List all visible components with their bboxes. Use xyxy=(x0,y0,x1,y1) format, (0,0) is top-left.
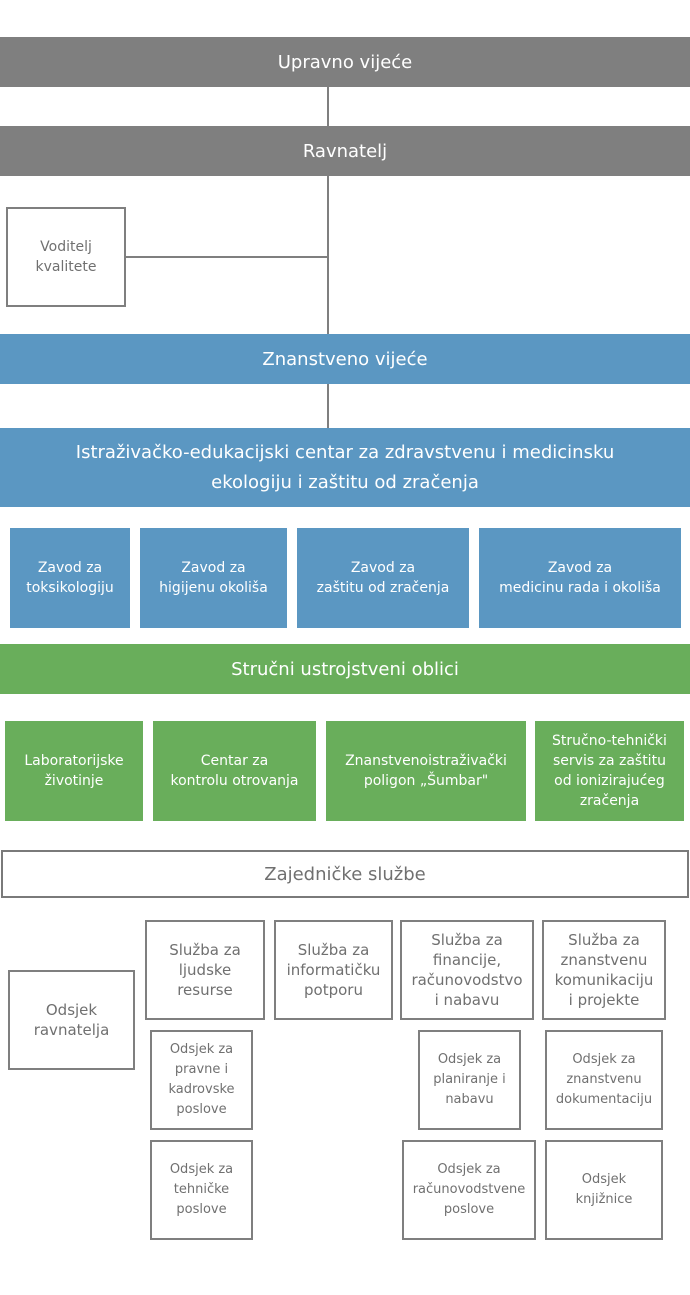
director-box: Ravnatelj xyxy=(0,126,690,176)
unit-label: Znanstvenoistraživački poligon „Šumbar" xyxy=(345,753,507,789)
unit-label: Stručno-tehnički servis za zaštitu od io… xyxy=(552,733,667,809)
service-finance: Služba za financije, računovodstvo i nab… xyxy=(400,920,534,1020)
research-center-label: Istraživačko-edukacijski centar za zdrav… xyxy=(75,441,615,493)
professional-units-box: Stručni ustrojstveni oblici xyxy=(0,644,690,694)
section-label: Odsjek za znanstvenu dokumentaciju xyxy=(555,1052,653,1107)
service-it-support: Služba za informatičku potporu xyxy=(274,920,393,1020)
institute-environmental-hygiene: Zavod za higijenu okoliša xyxy=(140,528,287,628)
research-center-box: Istraživačko-edukacijski centar za zdrav… xyxy=(0,428,690,507)
institute-label: Zavod za higijenu okoliša xyxy=(159,560,268,596)
director-label: Ravnatelj xyxy=(302,140,388,162)
professional-units-label: Stručni ustrojstveni oblici xyxy=(231,658,459,680)
institute-label: Zavod za medicinu rada i okoliša xyxy=(499,560,661,596)
director-office-box: Odsjek ravnatelja xyxy=(8,970,135,1070)
connector-board-director xyxy=(327,86,329,126)
unit-poison-control: Centar za kontrolu otrovanja xyxy=(153,721,316,821)
board-box: Upravno vijeće xyxy=(0,37,690,87)
section-label: Odsjek za planiranje i nabavu xyxy=(433,1052,506,1107)
connector-council-center xyxy=(327,383,329,428)
service-label: Služba za ljudske resurse xyxy=(169,941,241,999)
unit-laboratory-animals: Laboratorijske životinje xyxy=(5,721,143,821)
common-services-label: Zajedničke službe xyxy=(264,863,426,885)
institute-label: Zavod za zaštitu od zračenja xyxy=(316,560,450,596)
section-technical: Odsjek za tehničke poslove xyxy=(150,1140,253,1240)
institute-label: Zavod za toksikologiju xyxy=(26,560,114,596)
service-scientific-communication: Služba za znanstvenu komunikaciju i proj… xyxy=(542,920,666,1020)
service-human-resources: Služba za ljudske resurse xyxy=(145,920,265,1020)
section-legal-personnel: Odsjek za pravne i kadrovske poslove xyxy=(150,1030,253,1130)
science-council-label: Znanstveno vijeće xyxy=(262,348,428,370)
section-label: Odsjek za tehničke poslove xyxy=(169,1162,234,1217)
unit-label: Laboratorijske životinje xyxy=(24,753,124,789)
section-scientific-documentation: Odsjek za znanstvenu dokumentaciju xyxy=(545,1030,663,1130)
section-accounting: Odsjek za računovodstvene poslove xyxy=(402,1140,536,1240)
connector-quality xyxy=(125,256,329,258)
institute-toxicology: Zavod za toksikologiju xyxy=(10,528,130,628)
service-label: Služba za informatičku potporu xyxy=(286,941,381,999)
common-services-box: Zajedničke službe xyxy=(1,850,689,898)
section-label: Odsjek za računovodstvene poslove xyxy=(412,1162,526,1217)
institute-occupational-medicine: Zavod za medicinu rada i okoliša xyxy=(479,528,681,628)
director-office-label: Odsjek ravnatelja xyxy=(33,1001,110,1039)
unit-sumbar-polygon: Znanstvenoistraživački poligon „Šumbar" xyxy=(326,721,526,821)
unit-label: Centar za kontrolu otrovanja xyxy=(170,753,299,789)
unit-radiation-service: Stručno-tehnički servis za zaštitu od io… xyxy=(535,721,684,821)
connector-director-council xyxy=(327,176,329,334)
section-label: Odsjek za pravne i kadrovske poslove xyxy=(168,1042,235,1117)
quality-manager-box: Voditelj kvalitete xyxy=(6,207,126,307)
section-planning-procurement: Odsjek za planiranje i nabavu xyxy=(418,1030,521,1130)
board-label: Upravno vijeće xyxy=(277,51,413,73)
section-label: Odsjek knjižnice xyxy=(575,1172,633,1207)
quality-manager-label: Voditelj kvalitete xyxy=(35,239,97,275)
science-council-box: Znanstveno vijeće xyxy=(0,334,690,384)
section-library: Odsjek knjižnice xyxy=(545,1140,663,1240)
service-label: Služba za znanstvenu komunikaciju i proj… xyxy=(554,931,654,1009)
institute-radiation-protection: Zavod za zaštitu od zračenja xyxy=(297,528,469,628)
service-label: Služba za financije, računovodstvo i nab… xyxy=(411,931,523,1009)
